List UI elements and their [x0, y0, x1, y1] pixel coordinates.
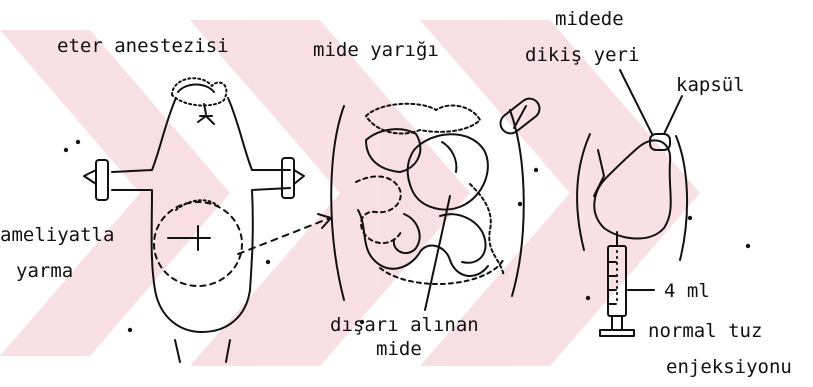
label-incision-cont: yarma	[16, 262, 73, 281]
label-injection-1: normal tuz	[648, 322, 762, 341]
label-injection-2: enjeksiyonu	[666, 358, 792, 377]
label-capsule: kapsül	[676, 76, 745, 95]
label-suture-1: midede	[555, 10, 624, 29]
label-stomach-slit: mide yarığı	[313, 41, 439, 60]
label-volume: 4 ml	[664, 282, 710, 301]
label-suture-2: dikiş yeri	[525, 46, 639, 65]
label-incision: ameliyatla	[0, 226, 114, 245]
label-stomach-out-1: dışarı alınan	[330, 316, 479, 335]
label-stomach-out-2: mide	[376, 340, 422, 359]
label-anesthesia: eter anestezisi	[57, 37, 229, 56]
